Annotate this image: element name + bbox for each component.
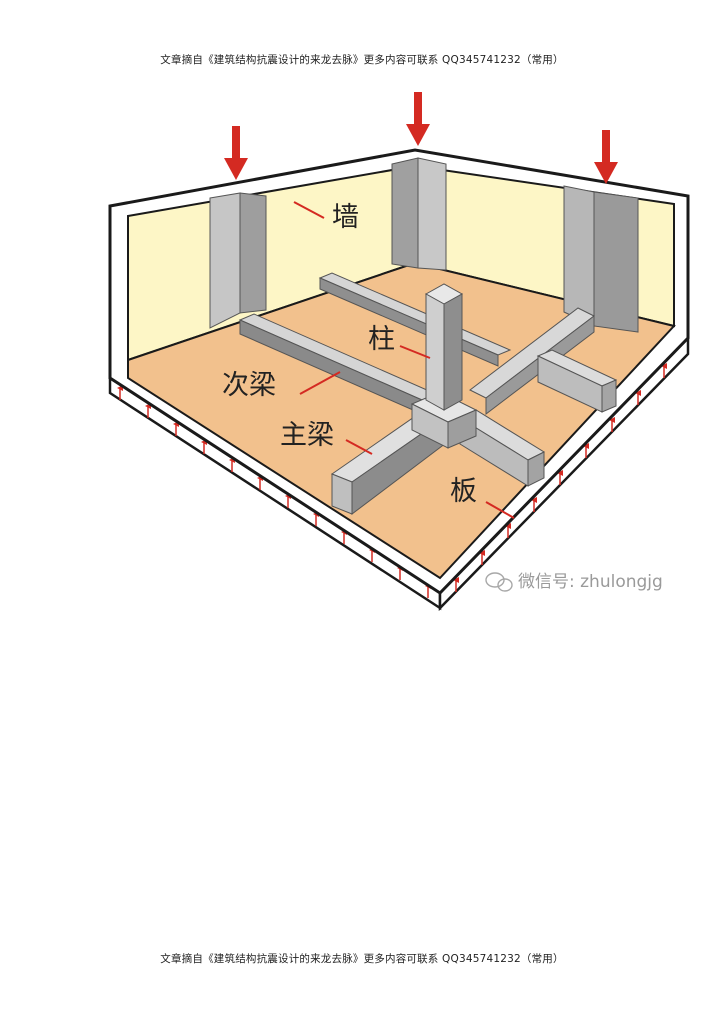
load-arrow-left — [224, 126, 248, 180]
watermark: 微信号: zhulongjg — [485, 572, 663, 592]
wechat-icon — [485, 572, 513, 592]
structure-diagram-svg: 墙 柱 次梁 主梁 板 微信号: zhulongjg — [108, 92, 690, 612]
wall-column-right — [563, 185, 639, 333]
watermark-text: 微信号: zhulongjg — [518, 572, 663, 592]
page-header: 文章摘自《建筑结构抗震设计的来龙去脉》更多内容可联系 QQ345741232（常… — [160, 54, 564, 66]
page-footer: 文章摘自《建筑结构抗震设计的来龙去脉》更多内容可联系 QQ345741232（常… — [160, 953, 564, 965]
wall-column-center — [391, 157, 447, 271]
wall-column-left — [209, 192, 267, 329]
label-column: 柱 — [368, 324, 395, 355]
label-main-beam: 主梁 — [280, 420, 334, 451]
beam-stub-right — [536, 349, 618, 413]
central-column — [424, 283, 464, 411]
support-reaction-arrows — [117, 363, 667, 598]
load-arrow-right — [594, 130, 618, 184]
label-wall: 墙 — [332, 202, 359, 233]
leader-lines — [293, 201, 515, 519]
label-secondary-beam: 次梁 — [222, 370, 276, 401]
load-arrows — [224, 92, 618, 184]
label-slab: 板 — [450, 476, 477, 507]
structure-diagram: 墙 柱 次梁 主梁 板 微信号: zhulongjg — [100, 88, 700, 618]
load-arrow-center — [406, 92, 430, 146]
